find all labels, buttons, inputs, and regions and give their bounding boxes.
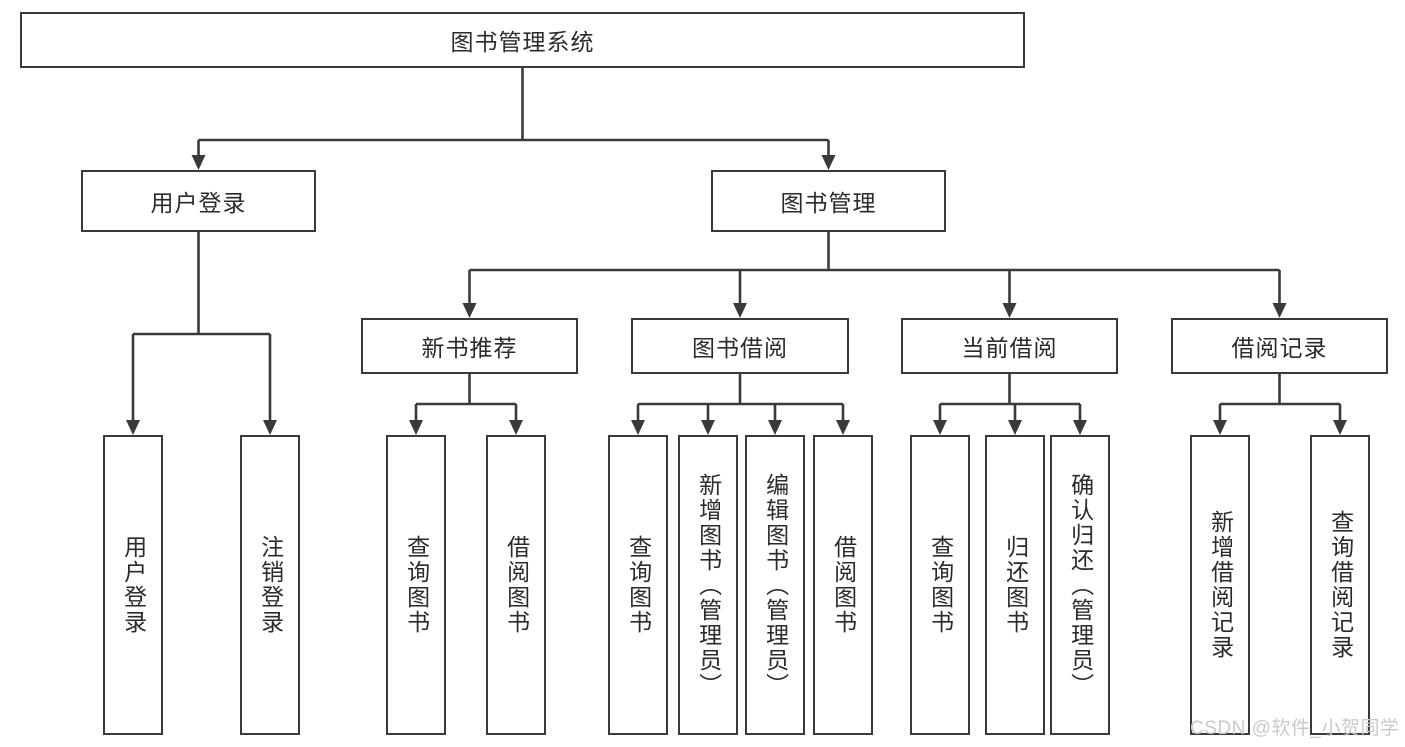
node-label: 图书管理系统 <box>450 29 595 55</box>
node-label: 确认归还（管理员） <box>1067 472 1094 698</box>
node-label: 当前借阅 <box>961 335 1058 361</box>
node-root[interactable]: 图书管理系统 <box>20 12 1025 68</box>
node-label: 查询借阅记录 <box>1327 510 1354 660</box>
leaf-leaf-user-logout[interactable]: 注销登录 <box>240 435 300 735</box>
node-user-login[interactable]: 用户登录 <box>81 170 316 232</box>
node-borrow-record[interactable]: 借阅记录 <box>1171 318 1388 374</box>
node-label: 查询图书 <box>625 535 652 635</box>
watermark-text: CSDN @软件_小贺同学 <box>1190 718 1400 739</box>
leaf-leaf-borrow-book-2[interactable]: 借阅图书 <box>813 435 873 735</box>
leaf-leaf-add-book[interactable]: 新增图书（管理员） <box>678 435 738 735</box>
node-current-borrow[interactable]: 当前借阅 <box>901 318 1118 374</box>
node-label: 新增图书（管理员） <box>695 472 722 698</box>
leaf-leaf-query-book-3[interactable]: 查询图书 <box>910 435 970 735</box>
node-label: 编辑图书（管理员） <box>762 472 789 698</box>
leaf-leaf-add-record[interactable]: 新增借阅记录 <box>1190 435 1250 735</box>
node-label: 借阅图书 <box>503 535 530 635</box>
leaf-leaf-query-record[interactable]: 查询借阅记录 <box>1310 435 1370 735</box>
node-book-borrow[interactable]: 图书借阅 <box>631 318 849 374</box>
node-label: 查询图书 <box>927 535 954 635</box>
node-label: 新书推荐 <box>421 335 518 361</box>
leaf-leaf-edit-book[interactable]: 编辑图书（管理员） <box>745 435 805 735</box>
leaf-leaf-return-book[interactable]: 归还图书 <box>985 435 1045 735</box>
node-label: 注销登录 <box>257 535 284 635</box>
leaf-leaf-borrow-book-1[interactable]: 借阅图书 <box>486 435 546 735</box>
node-label: 图书借阅 <box>692 335 788 361</box>
leaf-leaf-confirm-return[interactable]: 确认归还（管理员） <box>1050 435 1110 735</box>
node-label: 借阅记录 <box>1231 335 1328 361</box>
leaf-leaf-query-book-2[interactable]: 查询图书 <box>608 435 668 735</box>
node-book-manage[interactable]: 图书管理 <box>711 170 946 232</box>
leaf-leaf-query-book-1[interactable]: 查询图书 <box>386 435 446 735</box>
node-label: 借阅图书 <box>830 535 857 635</box>
node-label: 新增借阅记录 <box>1207 510 1234 660</box>
node-label: 图书管理 <box>780 190 877 216</box>
leaf-leaf-user-login[interactable]: 用户登录 <box>103 435 163 735</box>
node-label: 用户登录 <box>150 190 247 216</box>
node-label: 归还图书 <box>1002 535 1029 635</box>
node-label: 查询图书 <box>403 535 430 635</box>
node-label: 用户登录 <box>120 535 147 635</box>
node-new-book-rec[interactable]: 新书推荐 <box>361 318 578 374</box>
